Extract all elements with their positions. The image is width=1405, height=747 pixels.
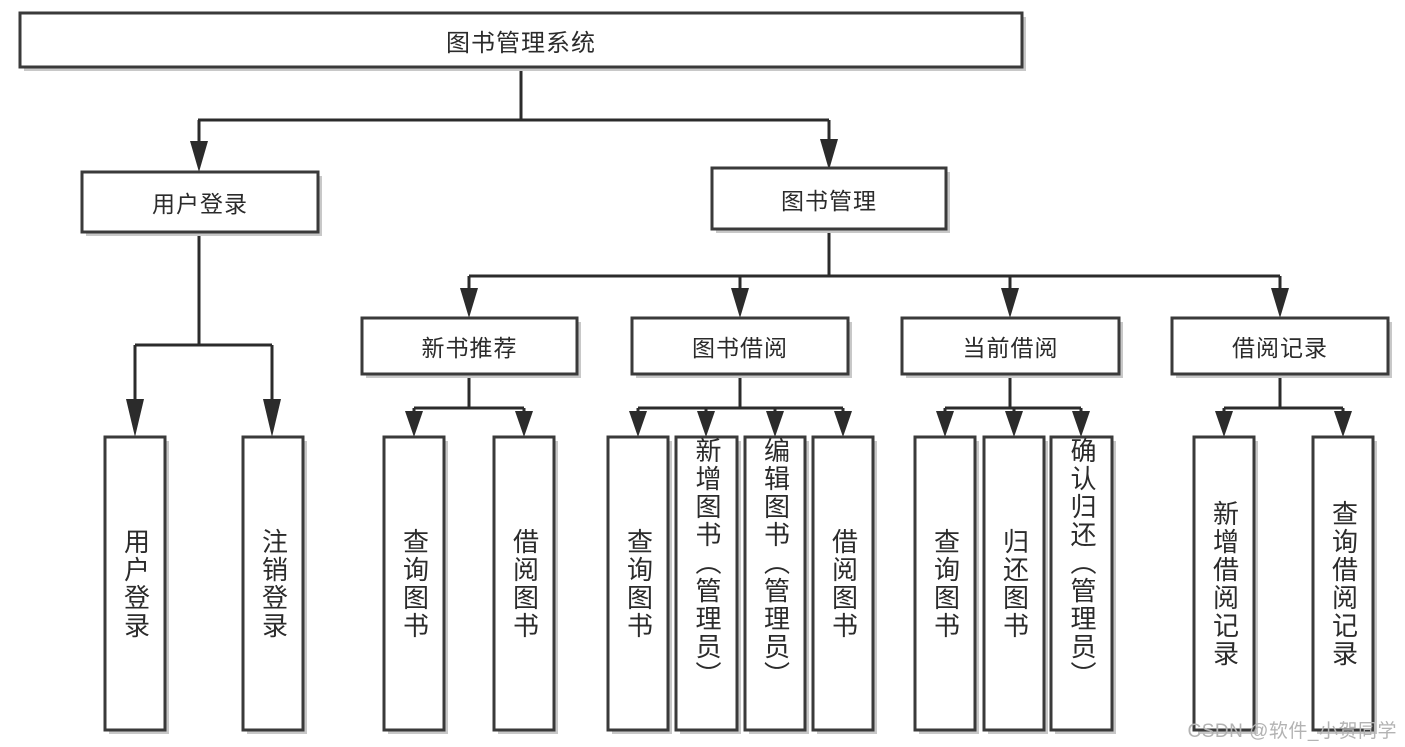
arrow-head-icon bbox=[1271, 288, 1289, 318]
arrow-head-icon bbox=[1215, 411, 1233, 437]
leaf-book-borrow-2[interactable] bbox=[743, 435, 807, 732]
leaf-book-borrow-3[interactable] bbox=[811, 435, 875, 732]
arrow-head-icon bbox=[766, 411, 784, 437]
leaf-new-book-0[interactable] bbox=[382, 435, 446, 732]
arrow-head-icon bbox=[1072, 411, 1090, 437]
arrow-head-icon bbox=[126, 399, 144, 437]
arrow-head-icon bbox=[1005, 411, 1023, 437]
leaf-new-book-1[interactable] bbox=[492, 435, 556, 732]
node-current-borrow[interactable] bbox=[900, 316, 1121, 376]
arrow-head-icon bbox=[405, 411, 423, 437]
arrow-head-icon bbox=[190, 141, 208, 172]
leaf-current-borrow-0[interactable] bbox=[913, 435, 977, 732]
arrow-head-icon bbox=[936, 411, 954, 437]
connector-group-book-borrow bbox=[629, 374, 852, 437]
arrow-head-icon bbox=[834, 411, 852, 437]
node-root[interactable] bbox=[18, 11, 1024, 69]
arrow-head-icon bbox=[1334, 411, 1352, 437]
arrow-head-icon bbox=[820, 139, 838, 170]
leaf-user-login-1[interactable] bbox=[241, 435, 305, 732]
connector-group-user-login bbox=[126, 232, 281, 437]
leaf-book-borrow-1[interactable] bbox=[674, 435, 739, 732]
leaf-current-borrow-1[interactable] bbox=[982, 435, 1046, 732]
connector-group-book-management bbox=[460, 233, 1289, 318]
leaf-borrow-record-1[interactable] bbox=[1311, 435, 1375, 732]
arrow-head-icon bbox=[263, 399, 281, 437]
node-book-borrow[interactable] bbox=[630, 316, 850, 376]
watermark-text: CSDN @软件_小贺同学 bbox=[1187, 721, 1397, 742]
arrow-head-icon bbox=[460, 288, 478, 318]
leaf-user-login-0[interactable] bbox=[103, 435, 167, 732]
connector-group-new-book bbox=[405, 374, 533, 437]
node-book-management[interactable] bbox=[710, 166, 948, 231]
leaf-book-borrow-0[interactable] bbox=[606, 435, 670, 732]
arrow-head-icon bbox=[515, 411, 533, 437]
arrow-head-icon bbox=[731, 288, 749, 318]
leaf-borrow-record-0[interactable] bbox=[1192, 435, 1256, 732]
connector-group-current-borrow bbox=[936, 374, 1090, 437]
connector-group-root bbox=[190, 67, 838, 172]
arrow-head-icon bbox=[629, 411, 647, 437]
node-borrow-record[interactable] bbox=[1170, 316, 1390, 376]
leaf-current-borrow-2[interactable] bbox=[1049, 435, 1114, 732]
arrow-head-icon bbox=[1001, 288, 1019, 318]
connector-group-borrow-record bbox=[1215, 374, 1352, 437]
node-new-book-recommend[interactable] bbox=[360, 316, 579, 376]
arrow-head-icon bbox=[697, 411, 715, 437]
node-user-login[interactable] bbox=[80, 170, 320, 234]
